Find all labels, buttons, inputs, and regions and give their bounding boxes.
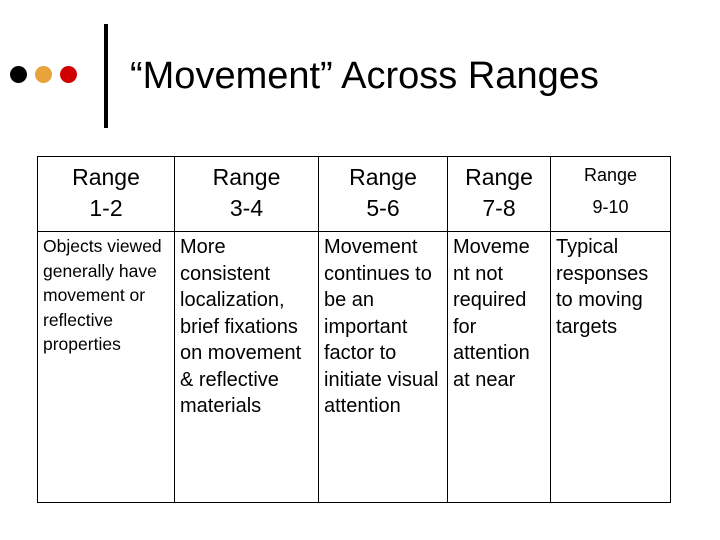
title-divider: [104, 24, 108, 128]
orange-dot: [35, 66, 52, 83]
header-label: Range: [72, 164, 140, 190]
ranges-table: Range 1-2 Range 3-4 Range 5-6 Range 7-8 …: [37, 156, 671, 503]
slide-title: “Movement” Across Ranges: [130, 55, 599, 97]
header-range-7-8: Range 7-8: [447, 156, 551, 232]
bullet-dots: [10, 66, 77, 83]
red-dot: [60, 66, 77, 83]
header-label: Range: [212, 164, 281, 190]
range-1-2-description: Objects viewed generally have movement o…: [37, 231, 175, 503]
header-value: 3-4: [229, 195, 264, 221]
range-3-4-description: More consistent localization, brief fixa…: [174, 231, 319, 503]
header-label: Range: [349, 164, 417, 190]
dark-dot: [10, 66, 27, 83]
body-row: Objects viewed generally have movement o…: [37, 231, 671, 503]
header-range-5-6: Range 5-6: [318, 156, 448, 232]
header-value: 5-6: [366, 195, 400, 221]
range-7-8-description: Moveme nt not required for attention at …: [447, 231, 551, 503]
header-label: Range: [465, 164, 533, 190]
header-label: Range: [583, 165, 638, 185]
header-range-9-10: Range 9-10: [550, 156, 671, 232]
header-value: 7-8: [482, 195, 516, 221]
header-range-3-4: Range 3-4: [174, 156, 319, 232]
header-range-1-2: Range 1-2: [37, 156, 175, 232]
header-row: Range 1-2 Range 3-4 Range 5-6 Range 7-8 …: [37, 156, 671, 232]
range-9-10-description: Typical responses to moving targets: [550, 231, 671, 503]
range-5-6-description: Movement continues to be an important fa…: [318, 231, 448, 503]
header-value: 1-2: [89, 195, 123, 221]
header-value: 9-10: [592, 197, 629, 217]
